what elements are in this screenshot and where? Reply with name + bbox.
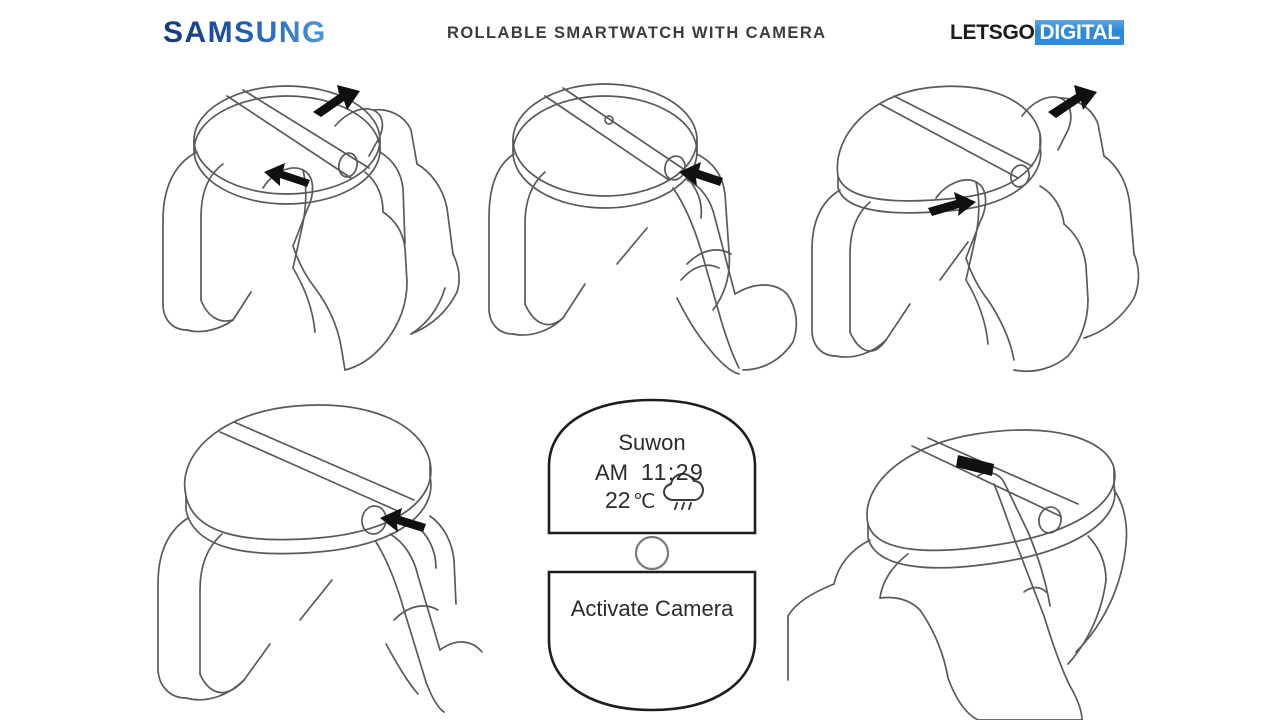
watch-body-outline — [162, 85, 406, 333]
temperature-value: 22 — [605, 487, 631, 513]
watch-top-panel-outline — [547, 398, 757, 535]
arrow-right-icon — [928, 192, 976, 216]
gesture-arrows — [264, 85, 360, 187]
figure-1-rolled-watch-pull-gesture — [155, 68, 485, 378]
gesture-arrows — [928, 85, 1097, 216]
gesture-arrows — [956, 455, 994, 476]
rain-cloud-icon — [663, 473, 704, 510]
arrow-left-icon — [679, 162, 723, 186]
hand-outline — [375, 533, 483, 713]
hand-outline — [787, 471, 1083, 720]
activate-camera-label: Activate Camera — [571, 596, 734, 621]
watch-body-outline — [833, 429, 1128, 665]
watch-screen-mockup: Suwon AM 11:29 22 ℃ Activate Camera — [537, 396, 767, 716]
figure-4-expanded-watch-press-button — [150, 392, 485, 713]
hand-outline — [672, 179, 798, 375]
meridiem-label: AM — [595, 460, 628, 485]
arrow-left-icon — [264, 163, 310, 187]
watch-body-outline — [157, 404, 457, 701]
page-title: ROLLABLE SMARTWATCH WITH CAMERA — [447, 24, 827, 42]
figure-5-touch-expanded-display — [787, 420, 1133, 720]
temperature-unit: ℃ — [633, 491, 655, 513]
watermark-letsgo-text: LETSGO — [950, 21, 1035, 44]
time-label: 11:29 — [641, 459, 704, 485]
arrow-up-right-icon — [1048, 85, 1097, 118]
watermark-digital-badge: DIGITAL — [1034, 20, 1124, 45]
watch-bottom-panel-outline — [547, 570, 757, 712]
hand-outline — [262, 107, 460, 371]
arrow-up-right-icon — [313, 85, 360, 117]
watch-body-outline — [488, 83, 731, 336]
arrow-left-icon — [380, 508, 426, 532]
watch-body-outline — [811, 85, 1065, 358]
touch-indicator-icon — [956, 455, 994, 476]
figure-3-expand-display-gesture — [808, 68, 1153, 378]
camera-lens-icon — [634, 535, 670, 571]
location-label: Suwon — [618, 430, 685, 455]
letsgodigital-watermark: LETSGO DIGITAL — [950, 20, 1124, 45]
figure-2-press-crown-button — [487, 68, 817, 378]
hand-outline — [935, 96, 1140, 373]
header: SAMSUNG ROLLABLE SMARTWATCH WITH CAMERA … — [0, 0, 1280, 62]
gesture-arrows — [380, 508, 426, 532]
gesture-arrows — [679, 162, 723, 186]
samsung-brand-logo: SAMSUNG — [163, 16, 327, 49]
